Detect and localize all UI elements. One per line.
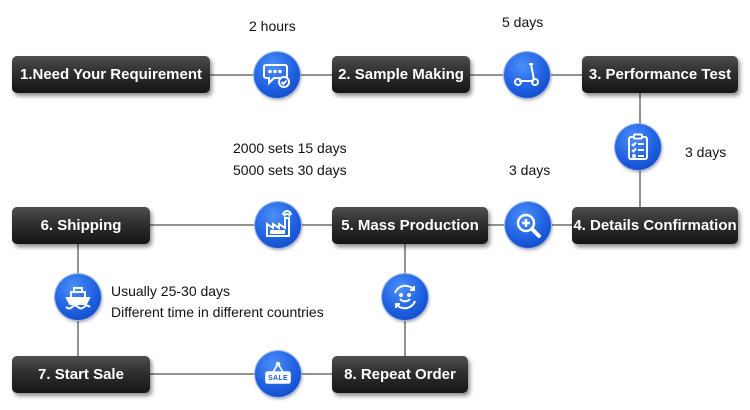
sale-sign-text: SALE bbox=[268, 375, 288, 382]
clipboard-checklist-icon bbox=[615, 124, 661, 170]
step-repeat-order: 8. Repeat Order bbox=[332, 356, 468, 393]
chat-check-icon bbox=[254, 52, 300, 98]
magnifier-plus-icon bbox=[505, 202, 551, 248]
step-mass-production: 5. Mass Production bbox=[332, 207, 488, 244]
details-time-label: 3 days bbox=[685, 144, 727, 160]
step-details-confirmation: 4. Details Confirmation bbox=[572, 207, 738, 244]
sale-sign-icon: SALE bbox=[255, 351, 301, 397]
smiley-cycle-icon bbox=[382, 274, 428, 320]
shipping-time-line2: Different time in different countries bbox=[111, 304, 324, 320]
factory-icon bbox=[255, 202, 301, 248]
shipping-time-line1: Usually 25-30 days bbox=[111, 283, 231, 299]
scooter-icon bbox=[504, 52, 550, 98]
performance-time-label: 5 days bbox=[502, 14, 544, 30]
mass-production-time-line2: 5000 sets 30 days bbox=[233, 162, 347, 178]
mass-production-time-line1: 2000 sets 15 days bbox=[233, 140, 347, 156]
sample-time-label: 2 hours bbox=[249, 18, 296, 34]
confirmation-time-label: 3 days bbox=[509, 162, 551, 178]
step-shipping: 6. Shipping bbox=[12, 207, 150, 244]
step-need-requirement: 1.Need Your Requirement bbox=[12, 56, 210, 93]
ship-icon bbox=[55, 274, 101, 320]
step-performance-test: 3. Performance Test bbox=[582, 56, 738, 93]
step-sample-making: 2. Sample Making bbox=[332, 56, 470, 93]
step-start-sale: 7. Start Sale bbox=[12, 356, 150, 393]
